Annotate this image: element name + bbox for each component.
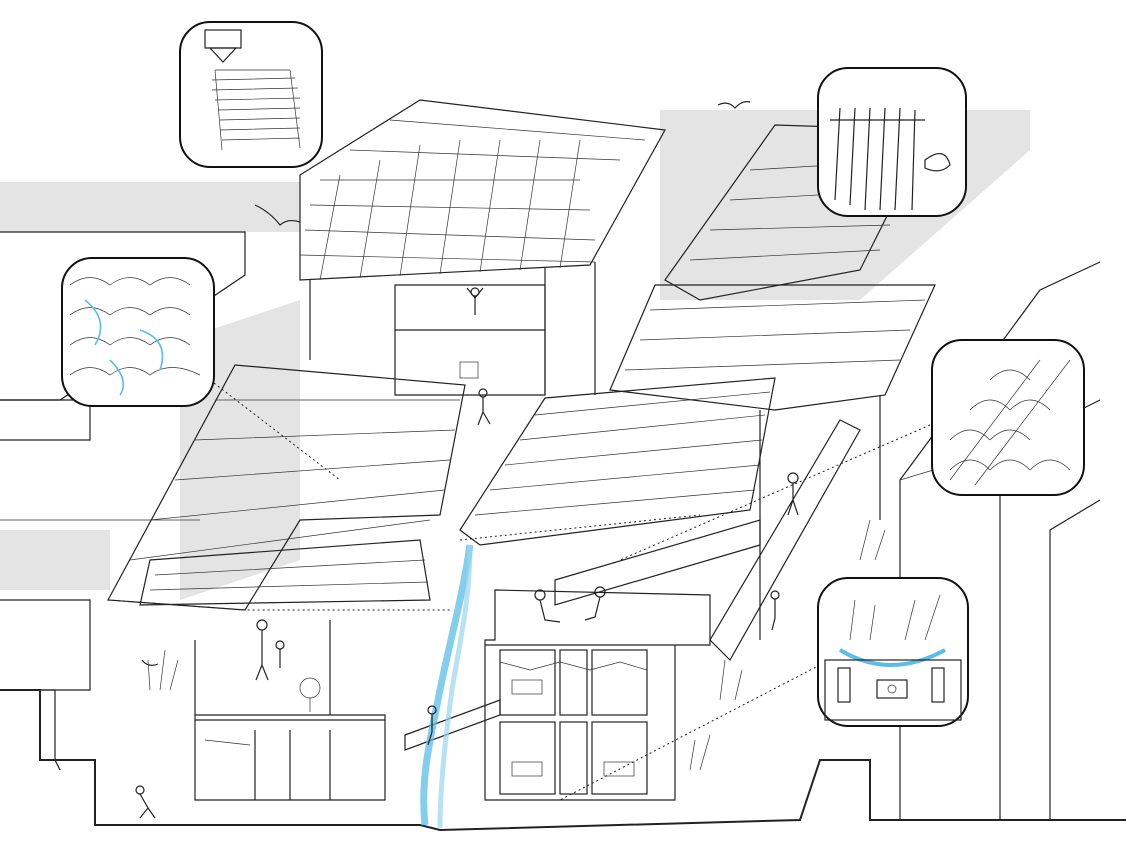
person-at-stream: [427, 705, 437, 746]
bird-icon: [254, 204, 301, 226]
callout-3d-printed-wall: [179, 21, 323, 168]
access-ramp: [404, 419, 861, 751]
front-left-house: [194, 620, 386, 801]
callout-leaders: [209, 379, 931, 801]
person-rear-balcony: [466, 287, 484, 315]
moth-icon: [924, 153, 951, 172]
callout-roof-tiles-water: [61, 257, 215, 407]
vegetation: [147, 519, 886, 771]
callout-timber-pergola: [817, 67, 967, 217]
person-garden: [135, 785, 156, 819]
callout-scale-tiles: [931, 339, 1085, 496]
people: [135, 287, 799, 819]
person-walking-rear: [477, 388, 491, 426]
left-neighbour-blocks: [0, 231, 246, 771]
rain-garden-icon: [824, 594, 962, 721]
person-ramp: [770, 590, 780, 631]
rear-upper-room: [394, 284, 546, 396]
person-sitting-right: [584, 586, 606, 621]
ground-line: [0, 689, 1126, 832]
rear-left-roof: [299, 99, 666, 395]
person-family-adult: [255, 619, 269, 681]
roof-tile-water-icon: [69, 277, 201, 396]
person-sitting-left: [534, 589, 561, 623]
callout-rain-garden: [817, 577, 969, 727]
birds: [141, 101, 751, 666]
front-right-house: [484, 589, 711, 801]
person-family-child: [275, 640, 285, 668]
earth-wall-layers-icon: [211, 69, 301, 151]
front-left-roof: [107, 364, 466, 611]
printer-nozzle-icon: [204, 29, 242, 63]
person-walkway: [787, 472, 799, 516]
front-right-roof: [459, 377, 776, 546]
bird-icon: [141, 659, 159, 666]
scale-tile-icon: [949, 359, 1071, 486]
pergola-icon: [830, 107, 925, 211]
bird-icon: [717, 101, 751, 109]
rain-water-channel: [420, 544, 474, 829]
